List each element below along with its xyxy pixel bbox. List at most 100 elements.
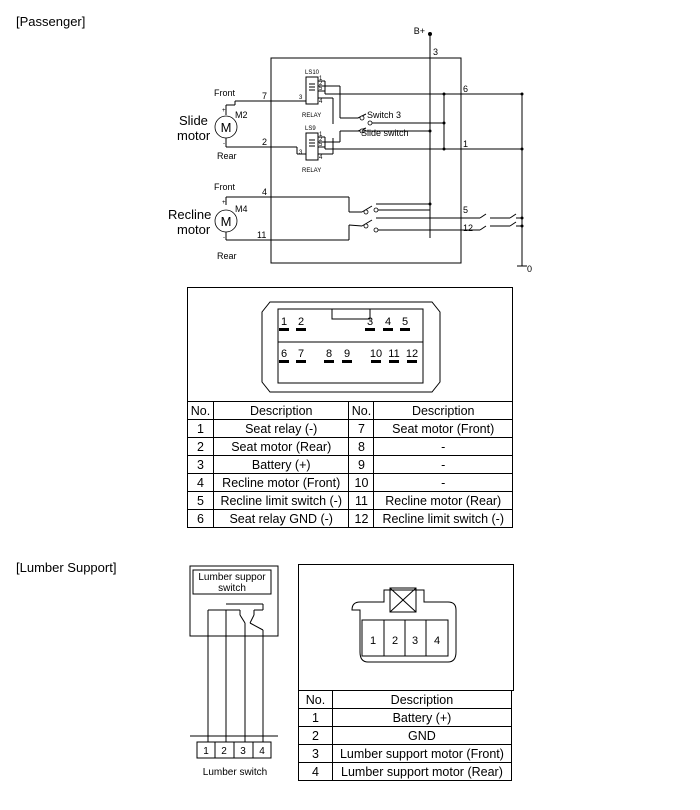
- passenger-wiring-diagram: M M Slide motor Recline motor B+ 3 6 1 7…: [168, 26, 532, 274]
- table-header: Description: [331, 690, 513, 709]
- connector-pin-label: 6: [281, 348, 287, 360]
- recline-switch-contact: [363, 209, 369, 215]
- table-cell: 5: [187, 491, 214, 510]
- table-row: 6 Seat relay GND (-) 12 Recline limit sw…: [187, 509, 513, 528]
- pin-4-label: 4: [262, 187, 267, 197]
- table-cell: Seat relay (-): [212, 419, 350, 438]
- slide-switch-contact: [359, 115, 365, 121]
- recline-motor-m: M: [221, 214, 232, 229]
- table-cell: 1: [187, 419, 214, 438]
- recline-switch-contact: [373, 207, 379, 213]
- relay1-pin: 5: [319, 86, 323, 92]
- slide-motor-label-1: Slide: [179, 113, 208, 128]
- lumber-switch-pin: 1: [203, 746, 209, 757]
- relay2-code: LS9: [305, 126, 316, 132]
- recline-motor-code: M4: [235, 204, 248, 214]
- pin-3-label: 3: [433, 47, 438, 57]
- slide-minus: -: [223, 141, 225, 147]
- table-row: 4 Lumber support motor (Rear): [298, 762, 513, 781]
- slide-rear-label: Rear: [217, 151, 237, 161]
- lumber-switch-pin: 3: [240, 746, 246, 757]
- recline-plus: +: [222, 200, 226, 206]
- connector-pin-label: 9: [344, 348, 350, 360]
- connector-pin-label: 3: [367, 316, 373, 328]
- relay2-pin: 4: [319, 155, 323, 161]
- table-cell: Seat motor (Front): [373, 419, 513, 438]
- table-cell: 4: [298, 762, 333, 781]
- recline-rear-label: Rear: [217, 251, 237, 261]
- recline-switch-contact: [373, 227, 379, 233]
- relay1-pin: 4: [319, 99, 323, 105]
- ground-label: 0: [527, 264, 532, 274]
- table-header-row: No. Description No. Description: [187, 401, 513, 420]
- lumber-pin-table: No. Description 1 Battery (+) 2 GND 3 Lu…: [298, 690, 513, 781]
- bplus-label: B+: [414, 26, 425, 36]
- slide-motor-label-2: motor: [177, 128, 211, 143]
- table-row: 5 Recline limit switch (-) 11 Recline mo…: [187, 491, 513, 510]
- slide-plus: +: [222, 108, 226, 114]
- relay1-pin-left: 3: [299, 95, 303, 101]
- connector-pin-label: 2: [298, 316, 304, 328]
- connector-pin-label: 11: [388, 348, 399, 360]
- bplus-terminal: [428, 32, 432, 36]
- recline-front-label: Front: [214, 182, 236, 192]
- table-cell: Recline limit switch (-): [373, 509, 513, 528]
- table-row: 3 Battery (+) 9 -: [187, 455, 513, 474]
- passenger-connector-diagram: 1 2 3 4 5 6 7 8 9 10 11 12: [187, 287, 513, 402]
- table-header: No.: [187, 401, 214, 420]
- connector-pin-label: 8: [326, 348, 332, 360]
- relay2-pin: 1: [319, 132, 323, 138]
- table-cell: Battery (+): [212, 455, 350, 474]
- lumber-connector-pin: 1: [370, 635, 376, 647]
- table-row: 3 Lumber support motor (Front): [298, 744, 513, 763]
- table-cell: 9: [348, 455, 375, 474]
- lumber-section-title: [Lumber Support]: [16, 560, 117, 575]
- table-cell: 8: [348, 437, 375, 456]
- table-row: 4 Recline motor (Front) 10 -: [187, 473, 513, 492]
- table-cell: GND: [331, 726, 513, 745]
- connector-key: [389, 587, 417, 613]
- table-header: No.: [298, 690, 333, 709]
- switch3-label: Switch 3: [367, 110, 401, 120]
- lumber-connector-diagram: 1 2 3 4: [298, 564, 514, 691]
- slide-motor-symbol: [214, 115, 238, 139]
- slide-motor-m: M: [221, 120, 232, 135]
- lumber-connector-pin: 4: [434, 635, 440, 647]
- connector-pin-label: 12: [406, 348, 418, 360]
- table-cell: 7: [348, 419, 375, 438]
- lumber-switch-label-box: [192, 569, 272, 595]
- table-cell: 3: [298, 744, 333, 763]
- slide-motor-code: M2: [235, 110, 248, 120]
- passenger-section-title: [Passenger]: [16, 14, 86, 29]
- table-cell: Recline limit switch (-): [212, 491, 350, 510]
- table-row: 1 Seat relay (-) 7 Seat motor (Front): [187, 419, 513, 438]
- table-cell: Seat motor (Rear): [212, 437, 350, 456]
- table-header: Description: [373, 401, 513, 420]
- relay2-pin-left: 3: [299, 150, 303, 156]
- table-cell: 10: [348, 473, 375, 492]
- table-cell: 6: [187, 509, 214, 528]
- pin-2-label: 2: [262, 137, 267, 147]
- table-header: No.: [348, 401, 375, 420]
- pin-5-label: 5: [463, 205, 468, 215]
- relay1-code: LS10: [305, 70, 320, 76]
- table-header: Description: [212, 401, 350, 420]
- relay2-pin: 5: [319, 142, 323, 148]
- table-cell: 11: [348, 491, 375, 510]
- relay1-label: RELAY: [302, 113, 321, 119]
- slide-switch-label: Slide switch: [361, 128, 409, 138]
- lumber-switch-pin: 2: [221, 746, 227, 757]
- lumber-connector-pin: 2: [392, 635, 398, 647]
- table-cell: Recline motor (Rear): [373, 491, 513, 510]
- seat-module-box: [270, 57, 462, 264]
- connector-pin-label: 5: [402, 316, 408, 328]
- table-cell: Lumber support motor (Rear): [331, 762, 513, 781]
- table-cell: 2: [298, 726, 333, 745]
- pin-1-label: 1: [463, 139, 468, 149]
- lumber-switch-label-1: Lumber suppor: [198, 572, 266, 583]
- table-cell: -: [373, 473, 513, 492]
- relay2-label: RELAY: [302, 168, 321, 174]
- table-row: 2 GND: [298, 726, 513, 745]
- table-cell: 2: [187, 437, 214, 456]
- recline-motor-label-1: Recline: [168, 207, 211, 222]
